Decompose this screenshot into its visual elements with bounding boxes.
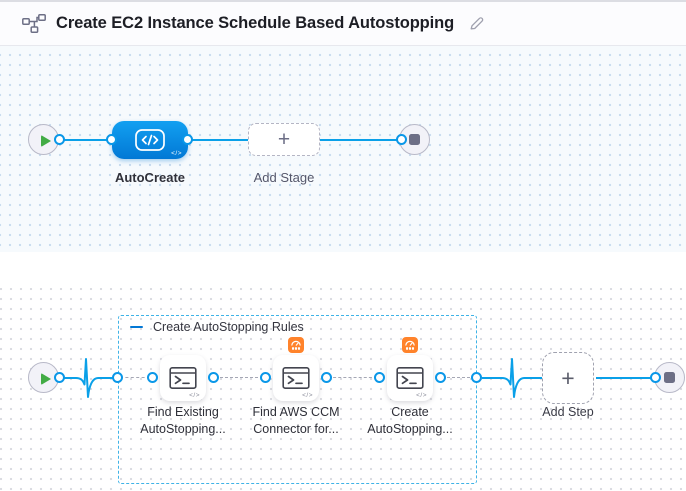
dashed-connector xyxy=(120,377,150,378)
node-port[interactable] xyxy=(112,372,123,383)
node-port[interactable] xyxy=(321,372,332,383)
node-port[interactable] xyxy=(208,372,219,383)
start-node xyxy=(28,362,59,393)
collapse-minus-icon[interactable] xyxy=(130,325,143,329)
connector-line xyxy=(62,139,112,141)
code-subicon: </> xyxy=(189,392,200,399)
pulse-connector xyxy=(482,358,542,398)
code-subicon: </> xyxy=(171,150,182,157)
code-subicon: </> xyxy=(416,392,427,399)
connector-line xyxy=(320,139,398,141)
plus-icon: + xyxy=(561,364,575,391)
execution-canvas[interactable]: Create AutoStopping Rules </> xyxy=(0,288,686,491)
play-icon xyxy=(41,372,51,385)
node-port[interactable] xyxy=(435,372,446,383)
start-node xyxy=(28,124,59,155)
node-port[interactable] xyxy=(147,372,158,383)
stage-label: AutoCreate xyxy=(114,170,186,185)
node-port[interactable] xyxy=(106,134,117,145)
dashed-connector xyxy=(215,377,263,378)
edit-pencil-icon[interactable] xyxy=(468,15,485,32)
node-port[interactable] xyxy=(471,372,482,383)
shell-script-terminal-icon xyxy=(169,366,197,389)
autostopping-gauge-icon xyxy=(402,337,418,353)
step-group-box xyxy=(118,315,477,484)
shell-script-terminal-icon xyxy=(282,366,310,389)
stage-node-autocreate[interactable]: </> xyxy=(112,121,188,159)
add-stage-label: Add Stage xyxy=(253,170,315,185)
node-port[interactable] xyxy=(54,134,65,145)
connector-line xyxy=(190,139,248,141)
step-group-label: Create AutoStopping Rules xyxy=(153,320,304,334)
dashed-connector xyxy=(442,377,475,378)
plus-icon: + xyxy=(277,128,291,151)
connector-line xyxy=(596,377,651,379)
node-port[interactable] xyxy=(182,134,193,145)
code-subicon: </> xyxy=(302,392,313,399)
node-port[interactable] xyxy=(54,372,65,383)
custom-stage-code-icon xyxy=(135,129,165,151)
stage-canvas[interactable]: </> + AutoCreate Add Stage xyxy=(0,46,686,252)
dashed-connector xyxy=(328,377,377,378)
node-port[interactable] xyxy=(260,372,271,383)
stop-icon xyxy=(409,134,420,145)
add-stage-button[interactable]: + xyxy=(248,123,320,156)
step-node-create-autostopping[interactable]: </> xyxy=(387,355,433,401)
node-port[interactable] xyxy=(374,372,385,383)
autostopping-gauge-icon xyxy=(288,337,304,353)
shell-script-terminal-icon xyxy=(396,366,424,389)
pulse-connector xyxy=(63,358,118,398)
play-icon xyxy=(41,134,51,147)
step-node-find-existing[interactable]: </> xyxy=(160,355,206,401)
node-port[interactable] xyxy=(650,372,661,383)
add-step-button[interactable]: + xyxy=(542,352,594,404)
stop-icon xyxy=(664,372,675,383)
pipeline-flowchart-icon xyxy=(22,14,46,33)
node-port[interactable] xyxy=(396,134,407,145)
pipeline-header: Create EC2 Instance Schedule Based Autos… xyxy=(0,0,686,46)
step-node-find-aws-ccm-connector[interactable]: </> xyxy=(273,355,319,401)
page-title: Create EC2 Instance Schedule Based Autos… xyxy=(56,14,455,32)
add-step-label: Add Step xyxy=(542,405,594,419)
